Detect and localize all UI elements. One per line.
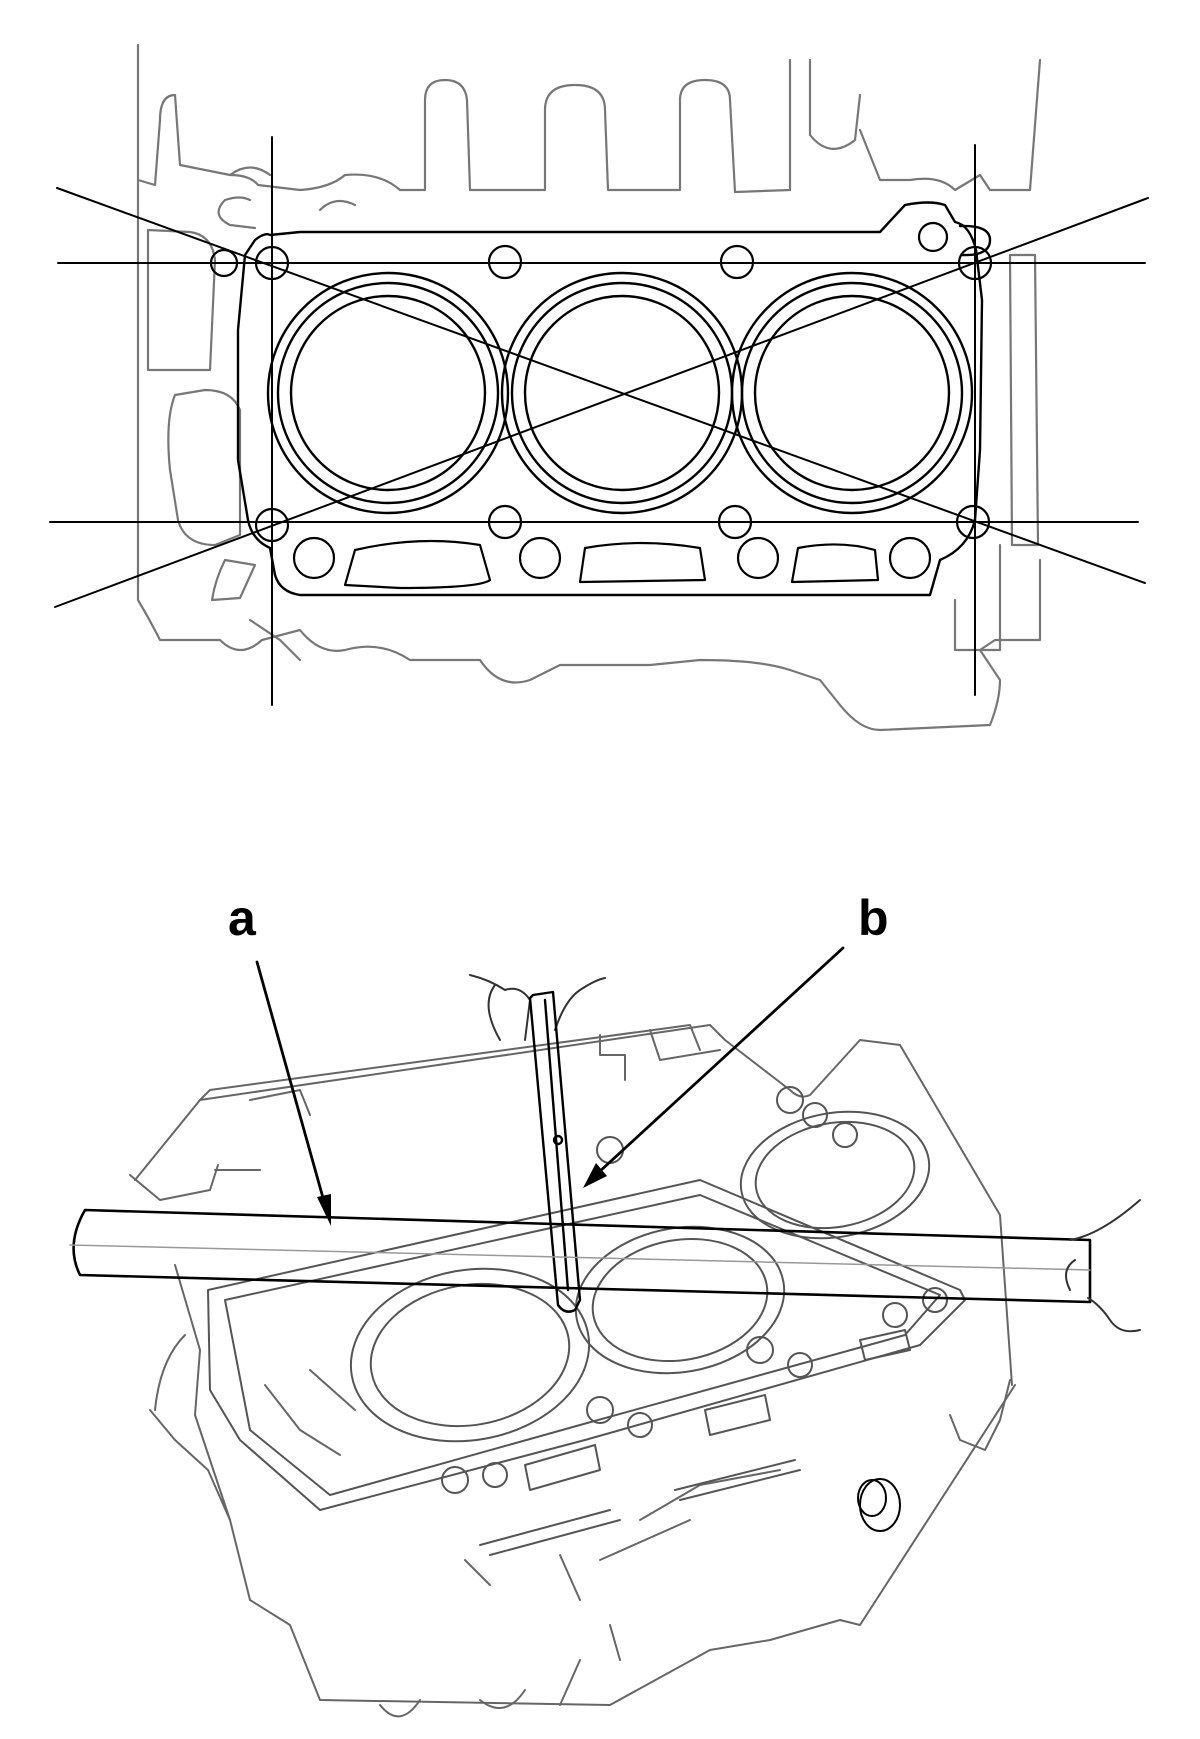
passage-slot xyxy=(790,543,880,584)
bore-1 xyxy=(289,294,487,492)
callout-b-arrowhead xyxy=(583,1163,607,1188)
bolt-hole xyxy=(917,221,949,253)
block-casting-outline xyxy=(136,43,1042,732)
bolt-hole xyxy=(627,1412,653,1438)
bore-2 xyxy=(523,294,721,492)
bolt-hole xyxy=(746,1336,774,1364)
bore-3-ring xyxy=(730,271,974,515)
callout-a-arrowhead xyxy=(317,1194,331,1226)
passage-slot xyxy=(578,541,707,584)
bolt-hole xyxy=(832,1122,858,1148)
bolt-hole xyxy=(776,1086,804,1114)
callout-a-leader xyxy=(255,960,327,1207)
bore-3-fire-ring xyxy=(740,281,964,505)
callout-b-leader xyxy=(596,946,845,1175)
diagonal-reference-line xyxy=(56,187,1146,584)
bore-1-fire-ring xyxy=(276,281,500,505)
block-deck-perspective xyxy=(207,1086,966,1556)
feeler-gauge xyxy=(528,990,582,1313)
bolt-hole xyxy=(441,1466,469,1494)
hand-holding-gauge xyxy=(469,974,606,1041)
diagonal-reference-line xyxy=(54,197,1149,608)
bolt-hole xyxy=(882,1302,908,1328)
measurement-lines xyxy=(49,136,1149,706)
bolt-hole xyxy=(482,1462,508,1488)
callout-a-label: a xyxy=(228,890,257,946)
block-top-view xyxy=(49,43,1149,732)
bolt-hole xyxy=(802,1102,828,1128)
block-perspective-outline xyxy=(129,1024,1016,1718)
bore-1-perspective xyxy=(349,1267,591,1443)
protruding-bolt xyxy=(857,1478,901,1532)
bore-3 xyxy=(753,294,951,492)
bore-3-inner-perspective xyxy=(754,1120,916,1230)
straight-edge xyxy=(69,1208,1092,1304)
bolt-hole xyxy=(518,536,562,580)
passage-slot xyxy=(859,1329,911,1361)
hand-holding-straight-edge xyxy=(1065,1199,1141,1333)
bolt-hole xyxy=(888,536,932,580)
bolt-hole xyxy=(292,536,336,580)
bolt-hole xyxy=(922,1287,948,1313)
bore-1-ring xyxy=(266,271,510,515)
passage-slot xyxy=(524,1444,601,1491)
callout-b-label: b xyxy=(858,890,889,946)
callout-arrows xyxy=(255,946,845,1226)
bolt-hole xyxy=(787,1352,813,1378)
bolt-hole xyxy=(586,1396,614,1424)
bolt-hole xyxy=(596,1136,624,1164)
bolt-hole xyxy=(736,536,780,580)
passages xyxy=(343,539,880,590)
bore-3-perspective xyxy=(739,1110,931,1240)
passage-slot xyxy=(704,1394,771,1436)
bore-1-inner-perspective xyxy=(369,1282,571,1428)
measurement-illustration xyxy=(69,946,1141,1718)
cylinder-bores xyxy=(266,271,974,515)
bore-2-inner-perspective xyxy=(591,1237,769,1363)
passage-slot xyxy=(343,539,492,590)
bore-2-perspective xyxy=(574,1225,786,1375)
